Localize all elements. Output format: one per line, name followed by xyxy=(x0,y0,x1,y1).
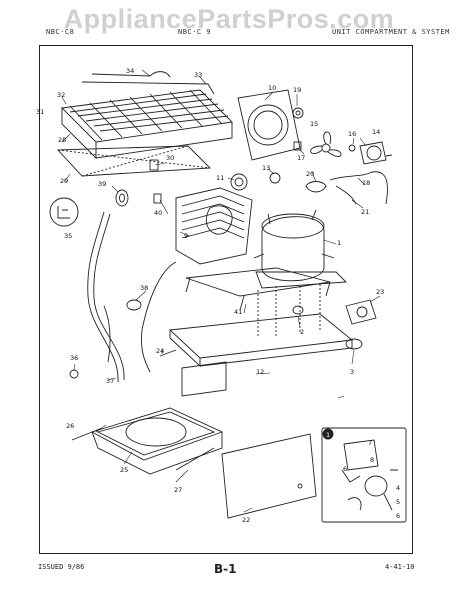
callout-38: 38 xyxy=(140,284,148,292)
callout-4: 4 xyxy=(396,484,400,492)
callout-36: 36 xyxy=(70,354,78,362)
callout-39: 39 xyxy=(98,180,106,188)
panel-22 xyxy=(221,433,317,519)
callout-34: 34 xyxy=(126,67,134,75)
fan-shroud-10 xyxy=(237,89,301,161)
tube-37 xyxy=(87,211,125,383)
grommet-39 xyxy=(115,189,129,207)
compressor-1 xyxy=(253,209,348,289)
callout-21: 21 xyxy=(361,208,369,216)
callout-24: 24 xyxy=(156,347,164,355)
part-36 xyxy=(69,369,79,379)
grommet-2 xyxy=(292,305,304,315)
callout-32: 32 xyxy=(57,91,65,99)
clip-40 xyxy=(153,193,162,204)
header-model-left: NBC·C8 xyxy=(46,28,75,36)
callout-20: 20 xyxy=(306,170,314,178)
callout-41: 41 xyxy=(234,308,242,316)
callout-6a: 6 xyxy=(343,465,347,473)
diagram-frame xyxy=(39,45,413,554)
wire-21 xyxy=(335,185,357,205)
callout-12: 12 xyxy=(256,368,264,376)
nut-17 xyxy=(293,141,302,151)
callout-18: 18 xyxy=(362,179,370,187)
callout-7: 7 xyxy=(368,439,372,447)
part-24 xyxy=(159,349,177,357)
inset-35 xyxy=(49,197,79,227)
issued-date: ISSUED 9/86 xyxy=(38,563,85,571)
grommet-19 xyxy=(292,107,304,119)
callout-25: 25 xyxy=(120,466,128,474)
callout-26: 26 xyxy=(66,422,74,430)
callout-1: 1 xyxy=(337,239,341,247)
callout-16: 16 xyxy=(348,130,356,138)
callout-10: 10 xyxy=(268,84,276,92)
page-number: B-1 xyxy=(214,562,237,576)
header-section-title: UNIT COMPARTMENT & SYSTEM xyxy=(332,28,450,36)
callout-40: 40 xyxy=(154,209,162,217)
rail-27 xyxy=(175,447,215,471)
wire-18 xyxy=(329,171,388,205)
callout-8: 8 xyxy=(370,456,374,464)
callout-35: 35 xyxy=(64,232,72,240)
grommet-11 xyxy=(230,173,248,191)
tube-33 xyxy=(81,81,215,95)
callout-5: 5 xyxy=(396,498,400,506)
callout-2: 2 xyxy=(300,328,304,336)
callout-9: 9 xyxy=(184,232,188,240)
callout-17: 17 xyxy=(297,154,305,162)
inset-detail-1 xyxy=(321,427,407,523)
callout-28: 28 xyxy=(58,136,66,144)
drip-tray-25 xyxy=(90,407,224,475)
fan-motor-14 xyxy=(359,141,393,165)
wire-34 xyxy=(91,71,171,78)
callout-13: 13 xyxy=(262,164,270,172)
document-code: 4-41-10 xyxy=(385,563,415,571)
callout-33: 33 xyxy=(194,71,202,79)
grommet-13 xyxy=(269,172,281,184)
callout-29: 29 xyxy=(60,177,68,185)
condenser-coil xyxy=(61,89,233,160)
washer-16 xyxy=(348,144,356,152)
callout-14: 14 xyxy=(372,128,380,136)
wiring xyxy=(141,261,177,373)
callout-23: 23 xyxy=(376,288,384,296)
callout-15: 15 xyxy=(310,120,318,128)
callout-inset-marker: 1 xyxy=(326,431,330,439)
callout-30: 30 xyxy=(166,154,174,162)
overload-3 xyxy=(345,338,363,350)
callout-31: 31 xyxy=(36,108,44,116)
callout-11: 11 xyxy=(216,174,224,182)
clamp-38 xyxy=(126,299,142,311)
bracket-20 xyxy=(305,181,327,193)
callout-37: 37 xyxy=(106,377,114,385)
callout-27: 27 xyxy=(174,486,182,494)
clip-30 xyxy=(149,159,159,171)
rail-26 xyxy=(71,427,103,441)
callout-3: 3 xyxy=(350,368,354,376)
relay-23 xyxy=(345,299,377,325)
callout-19: 19 xyxy=(293,86,301,94)
fan-blade-15 xyxy=(310,131,342,157)
callout-22: 22 xyxy=(242,516,250,524)
header-model-mid: NBC·C 9 xyxy=(178,28,212,36)
drain-pan-9 xyxy=(175,187,253,265)
callout-6b: 6 xyxy=(396,512,400,520)
